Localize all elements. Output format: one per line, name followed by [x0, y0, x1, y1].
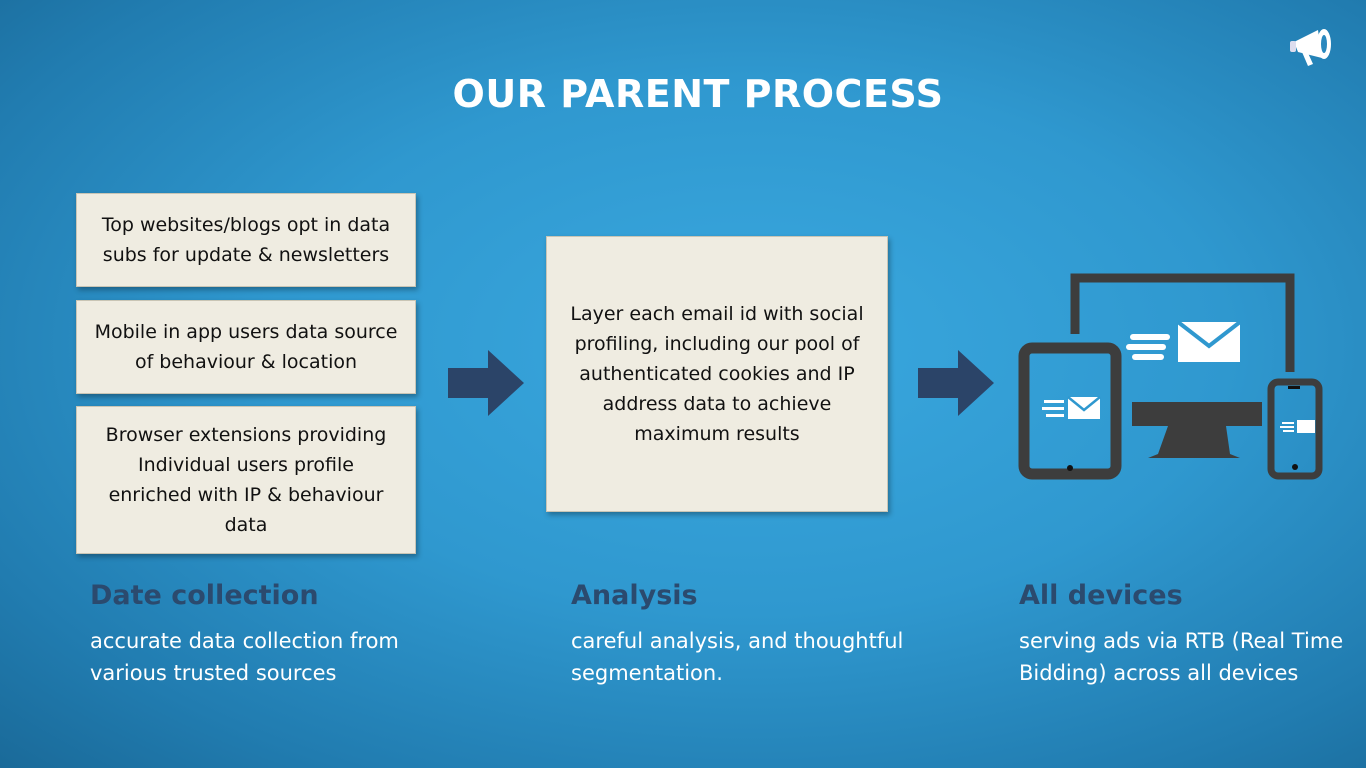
arrow-right-icon — [918, 350, 994, 416]
source-text: Top websites/blogs opt in data subs for … — [101, 214, 391, 266]
column-description-collection: accurate data collection from various tr… — [90, 629, 399, 685]
page-title: OUR PARENT PROCESS — [452, 72, 944, 116]
source-text: Mobile in app users data source of behav… — [94, 321, 398, 373]
analysis-text: Layer each email id with social profilin… — [570, 303, 864, 445]
column-heading-collection: Date collection — [90, 580, 319, 611]
column-heading-analysis: Analysis — [571, 580, 698, 611]
source-box: Browser extensions providing Individual … — [76, 406, 416, 554]
column-description-analysis: careful analysis, and thoughtful segment… — [571, 629, 904, 685]
source-text: Browser extensions providing Individual … — [105, 424, 387, 536]
source-box: Mobile in app users data source of behav… — [76, 300, 416, 394]
source-box: Top websites/blogs opt in data subs for … — [76, 193, 416, 287]
analysis-box: Layer each email id with social profilin… — [546, 236, 888, 512]
column-description-devices: serving ads via RTB (Real Time Bidding) … — [1019, 629, 1344, 685]
arrow-right-icon — [448, 350, 524, 416]
megaphone-icon — [1290, 29, 1331, 66]
devices-icon — [1018, 273, 1323, 480]
column-heading-devices: All devices — [1019, 580, 1183, 611]
